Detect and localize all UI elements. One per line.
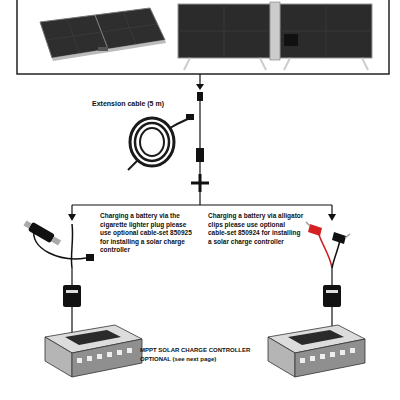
- charge-controller: [45, 325, 142, 377]
- extension-cable-coil: [128, 114, 194, 170]
- panel-frame: [17, 0, 389, 74]
- left-plug-line: [63, 268, 81, 333]
- instruction-note: Charging a battery via alligator clips p…: [208, 212, 304, 246]
- trunk-line: [68, 74, 336, 221]
- folded-panel-standing: [178, 2, 372, 70]
- alligator-clip-cable: [306, 222, 350, 268]
- controller-note: MPPT SOLAR CHARGE CONTROLLER OPTIONAL (s…: [140, 346, 266, 364]
- right-plug-line: [323, 268, 341, 331]
- instruction-note: Charging a battery via the cigarette lig…: [100, 212, 198, 255]
- cigarette-plug-cable: [22, 219, 94, 268]
- cable-label: Extension cable (5 m): [92, 99, 182, 108]
- folded-panel-flat: [40, 8, 166, 61]
- charge-controller: [268, 325, 365, 377]
